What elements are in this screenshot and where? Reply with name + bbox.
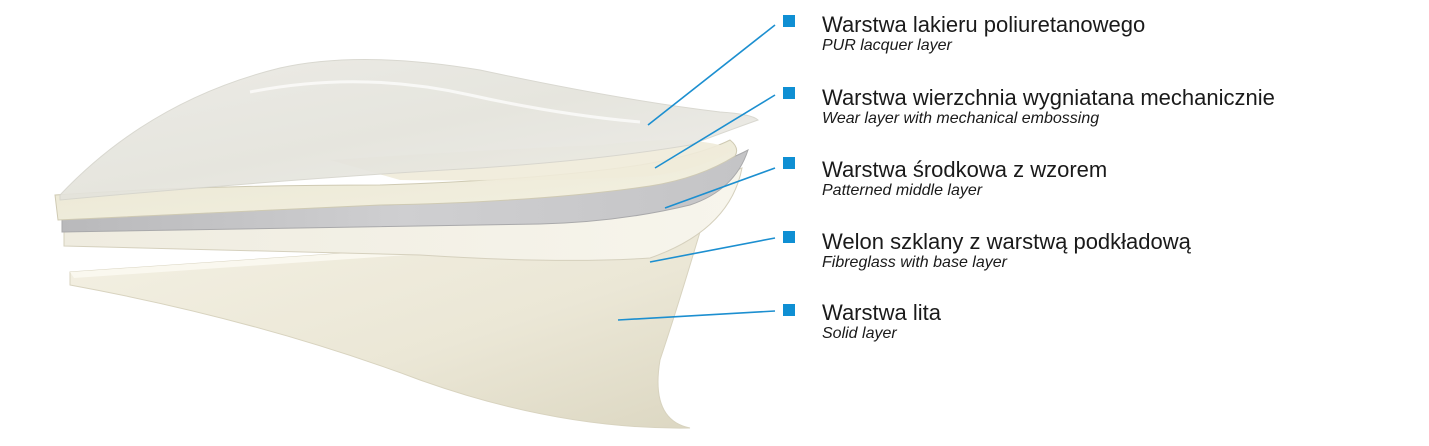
bullet-square-icon	[783, 157, 795, 169]
layer-name-en: Patterned middle layer	[822, 182, 983, 199]
leader-line-solid	[617, 310, 776, 321]
leader-line-fibreglass	[649, 237, 776, 263]
layer-label-fibreglass: Welon szklany z warstwą podkładową Fibre…	[822, 230, 1191, 272]
layer-label-lacquer: Warstwa lakieru poliuretanowego PUR lacq…	[822, 13, 1145, 55]
layer-name-pl: Warstwa lakieru poliuretanowego	[822, 12, 1146, 37]
bullet-square-icon	[783, 231, 795, 243]
layer-label-patterned: Warstwa środkowa z wzorem Patterned midd…	[822, 158, 1107, 200]
layer-name-en: Fibreglass with base layer	[822, 254, 1007, 271]
bullet-square-icon	[783, 15, 795, 27]
layer-name-pl: Warstwa lita	[822, 300, 941, 325]
layer-label-wear: Warstwa wierzchnia wygniatana mechaniczn…	[822, 86, 1275, 128]
layer-name-en: Solid layer	[822, 325, 897, 342]
layer-name-pl: Warstwa wierzchnia wygniatana mechaniczn…	[822, 85, 1275, 110]
leader-line-lacquer	[647, 24, 776, 126]
layer-label-solid: Warstwa lita Solid layer	[822, 301, 941, 343]
layer-name-pl: Warstwa środkowa z wzorem	[822, 157, 1108, 182]
leader-line-wear	[654, 94, 776, 169]
lacquer-layer-shape	[59, 58, 759, 201]
layer-name-en: PUR lacquer layer	[822, 37, 952, 54]
leader-line-patterned	[664, 167, 776, 209]
bullet-square-icon	[783, 304, 795, 316]
layer-name-en: Wear layer with mechanical embossing	[822, 110, 1100, 127]
leader-lines	[617, 24, 776, 321]
layer-name-pl: Welon szklany z warstwą podkładową	[822, 229, 1191, 254]
bullet-square-icon	[783, 87, 795, 99]
